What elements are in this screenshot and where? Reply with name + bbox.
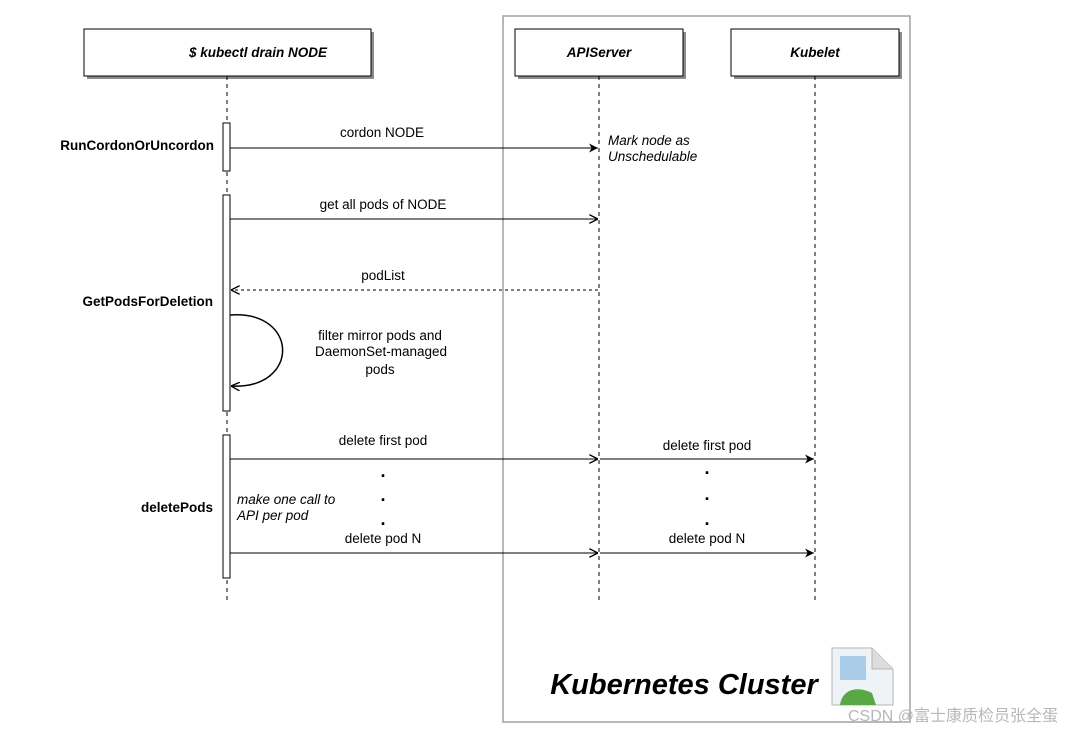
ellipsis-dot-kubelet-2: . — [704, 484, 709, 504]
activation-cordon — [222, 122, 231, 172]
cluster-frame — [502, 15, 911, 723]
msg-delete-first-api-label: delete first pod — [339, 433, 428, 448]
activation-getpods — [222, 194, 231, 412]
participant-kubectl: $ kubectl drain NODE — [83, 28, 374, 79]
msg-filter-arrow — [229, 314, 284, 386]
stage-getpods: GetPodsForDeletion — [82, 294, 213, 309]
msg-cordon-label: cordon NODE — [340, 125, 424, 140]
broken-image-icon — [831, 647, 894, 706]
participant-kubelet-label: Kubelet — [790, 45, 840, 60]
msg-filter-line2: DaemonSet-managed — [315, 344, 447, 359]
stage-cordon: RunCordonOrUncordon — [60, 138, 214, 153]
note-call-line2: API per pod — [236, 508, 309, 523]
msg-delete-n-api-label: delete pod N — [345, 531, 422, 546]
note-mark-line1: Mark node as — [608, 133, 690, 148]
activation-delete — [222, 434, 231, 579]
msg-delete-n-kubelet-label: delete pod N — [669, 531, 746, 546]
ellipsis-dot-api-1: . — [380, 461, 385, 481]
cluster-label: Kubernetes Cluster — [550, 669, 819, 701]
ellipsis-dot-kubelet-1: . — [704, 458, 709, 478]
msg-filter-line1: filter mirror pods and — [318, 328, 442, 343]
msg-filter-line3: pods — [365, 362, 395, 377]
stage-delete: deletePods — [141, 500, 213, 515]
participant-apiserver: APIServer — [514, 28, 686, 79]
participant-kubelet: Kubelet — [730, 28, 902, 79]
note-call-line1: make one call to — [237, 492, 336, 507]
msg-delete-first-kubelet-label: delete first pod — [663, 438, 752, 453]
ellipsis-dot-api-3: . — [380, 509, 385, 529]
participant-apiserver-label: APIServer — [566, 45, 632, 60]
participant-kubectl-label: $ kubectl drain NODE — [188, 45, 328, 60]
watermark: CSDN @富士康质检员张全蛋 — [848, 707, 1058, 725]
note-mark-line2: Unschedulable — [608, 149, 697, 164]
msg-getpods-label: get all pods of NODE — [320, 197, 447, 212]
msg-podlist-label: podList — [361, 268, 405, 283]
ellipsis-dot-kubelet-3: . — [704, 509, 709, 529]
ellipsis-dot-api-2: . — [380, 485, 385, 505]
